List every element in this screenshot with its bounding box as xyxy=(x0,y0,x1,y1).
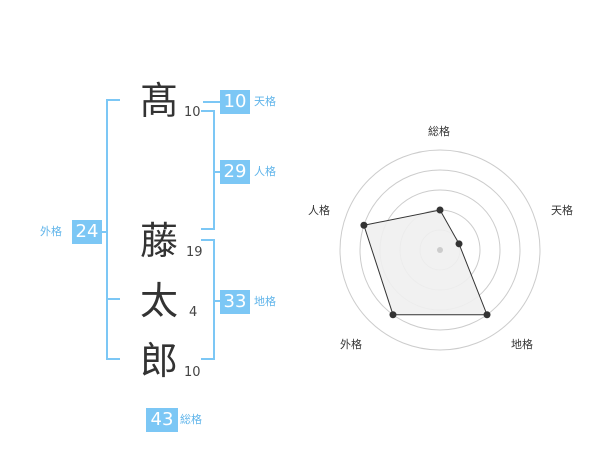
gaikaku-bracket-tick xyxy=(106,298,120,300)
gaikaku-label: 外格 xyxy=(40,225,62,238)
jinkaku-bracket xyxy=(201,110,215,230)
tenkaku-label: 天格 xyxy=(254,95,276,108)
radar-axis-label-soukaku: 総格 xyxy=(428,125,450,138)
soukaku-badge: 43 xyxy=(146,408,178,432)
radar-point-2 xyxy=(483,311,491,319)
radar-axis-label-jinkaku: 人格 xyxy=(308,204,330,217)
name-char-3: 太 xyxy=(140,279,179,323)
name-char-2: 藤 xyxy=(140,219,179,263)
gaikaku-connector xyxy=(98,231,107,233)
stroke-count-1: 10 xyxy=(184,105,201,120)
name-char-1: 髙 xyxy=(140,79,179,123)
radar-grid-ring xyxy=(359,169,521,331)
radar-axis-label-tenkaku: 天格 xyxy=(551,204,573,217)
jinkaku-label: 人格 xyxy=(254,165,276,178)
chikaku-bracket xyxy=(201,239,215,360)
radar-point-1 xyxy=(455,240,463,248)
radar-axis-label-chikaku: 地格 xyxy=(511,338,533,351)
gaikaku-bracket xyxy=(106,99,120,360)
chikaku-label: 地格 xyxy=(254,295,276,308)
tenkaku-badge: 10 xyxy=(220,90,250,114)
radar-grid-ring xyxy=(339,149,541,351)
stroke-count-2: 19 xyxy=(186,245,203,260)
radar-point-4 xyxy=(360,221,368,229)
stroke-count-4: 10 xyxy=(184,365,201,380)
name-char-4: 郎 xyxy=(140,339,179,383)
radar-area xyxy=(363,209,488,316)
gaikaku-badge: 24 xyxy=(72,220,102,244)
radar-points xyxy=(360,206,491,319)
jinkaku-badge: 29 xyxy=(220,160,250,184)
jinkaku-connector xyxy=(214,171,220,173)
tenkaku-connector xyxy=(203,101,220,103)
chikaku-connector xyxy=(214,300,220,302)
radar-axis-label-gaikaku: 外格 xyxy=(340,338,362,351)
radar-center-dot xyxy=(437,247,443,253)
radar-point-0 xyxy=(436,206,444,214)
radar-point-3 xyxy=(389,311,397,319)
stroke-count-3: 4 xyxy=(189,305,198,320)
soukaku-label: 総格 xyxy=(180,413,202,426)
chikaku-badge: 33 xyxy=(220,290,250,314)
